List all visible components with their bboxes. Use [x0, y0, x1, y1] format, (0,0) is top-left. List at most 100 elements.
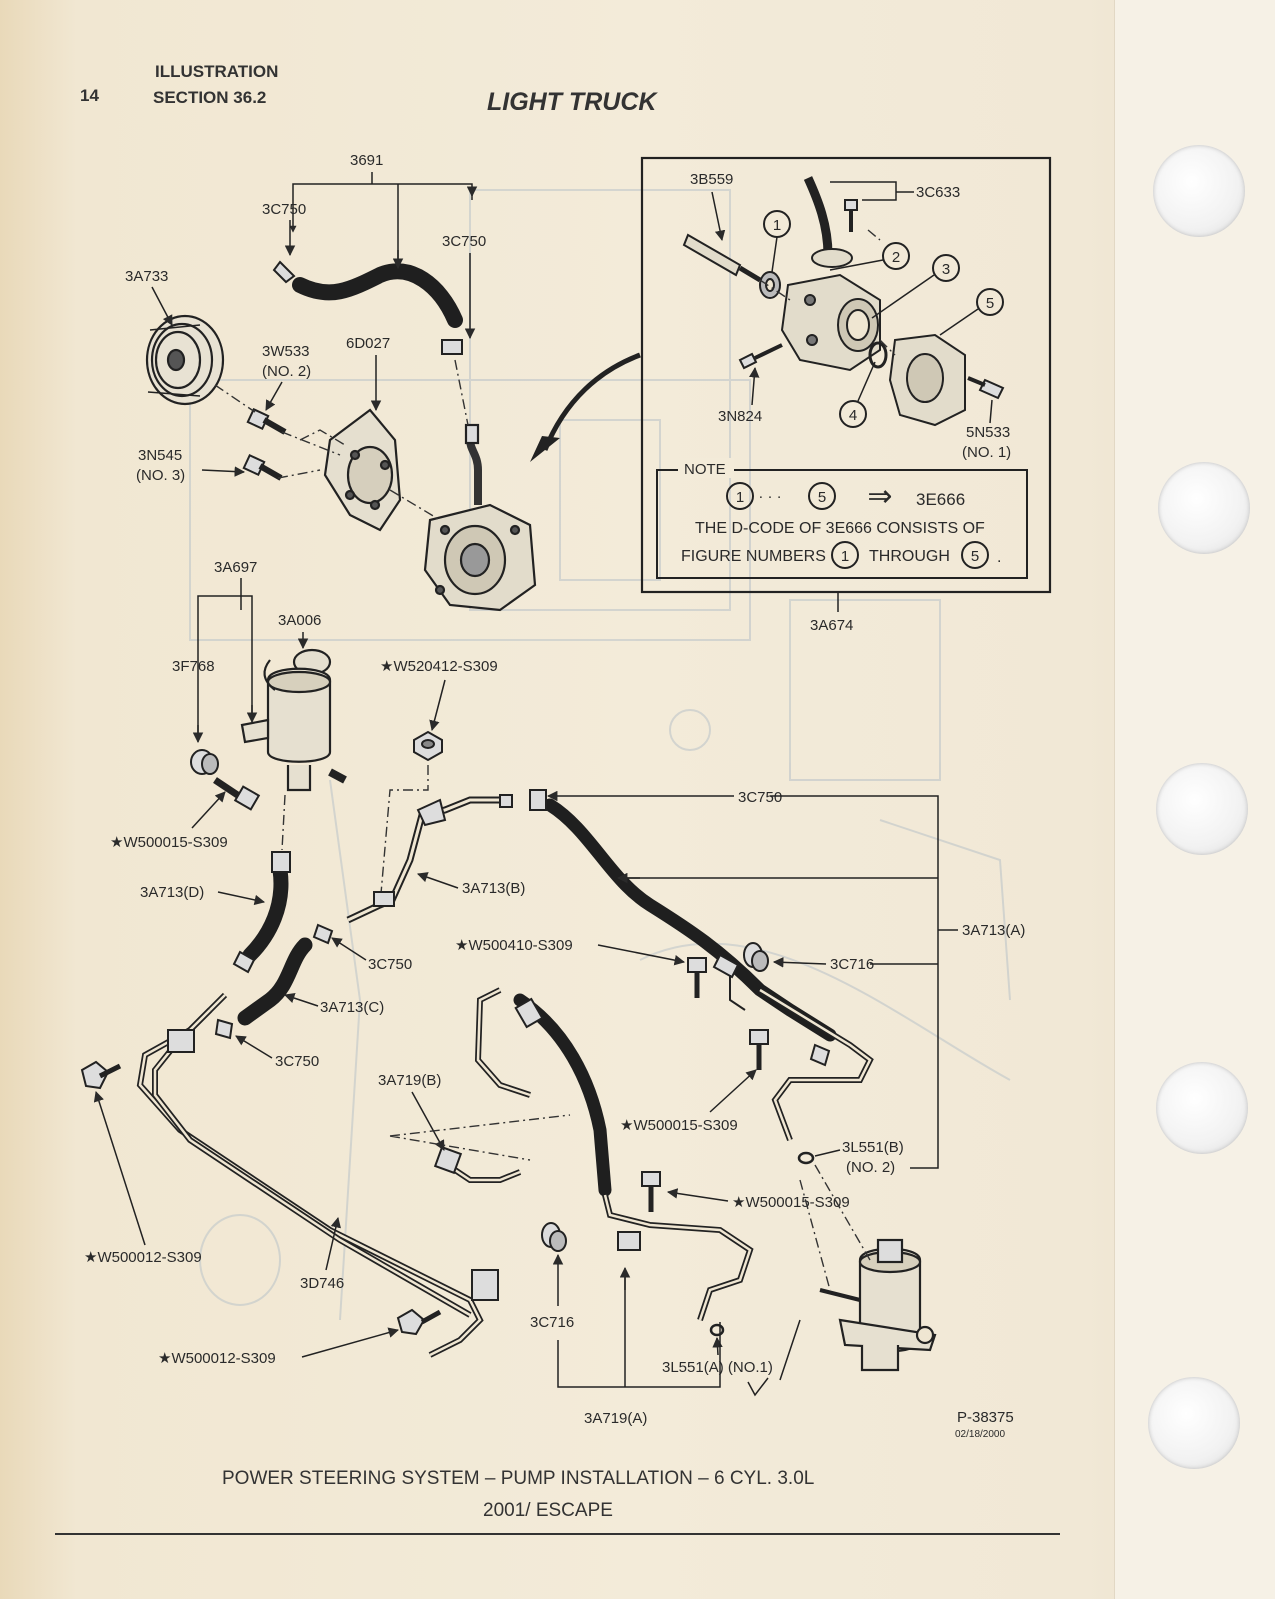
svg-text:4: 4: [849, 407, 857, 424]
label-5n533-no: (NO. 1): [962, 444, 1011, 461]
svg-text:FIGURE NUMBERS: FIGURE NUMBERS: [681, 548, 826, 565]
label-3w533: 3W533: [262, 343, 310, 360]
label-3a674: 3A674: [810, 617, 853, 634]
note-line2: FIGURE NUMBERS 1 THROUGH 5 .: [681, 541, 1001, 569]
inset-pointer-arrowhead: [530, 436, 560, 462]
label-3n824: 3N824: [718, 408, 762, 425]
label-3n545-no: (NO. 3): [136, 467, 185, 484]
label-w500015-middle: ★W500015-S309: [620, 1117, 738, 1134]
hose-3a713c-icon: [237, 937, 313, 1026]
figure-caption-model: 2001/ ESCAPE: [483, 1500, 613, 1521]
figure-ref-number: P-38375: [957, 1409, 1014, 1426]
bolt-w500015-lower-icon: [641, 1171, 661, 1212]
steering-gear-valve-icon: [819, 1238, 937, 1372]
figure-ref-date: 02/18/2000: [955, 1429, 1005, 1440]
oring-3l551b-icon: [797, 1151, 815, 1165]
grommet-3f768-icon: [190, 749, 219, 775]
label-3n545: 3N545: [138, 447, 182, 464]
hose-3a713d-icon: [232, 851, 291, 974]
grommet-3c716-lower-icon: [541, 1222, 567, 1252]
ghost-show-through: [189, 189, 1011, 1321]
pulley-3a733-icon: [145, 314, 225, 406]
label-3c750-top-left: 3C750: [262, 201, 306, 218]
binder-hole: [1156, 763, 1248, 855]
hose-3691-icon: [272, 260, 463, 355]
note-box: [656, 469, 1028, 579]
label-3a713c: 3A713(C): [320, 999, 384, 1016]
inset-callout-5: 5: [939, 288, 1004, 336]
label-3l551a: 3L551(A) (NO.1): [662, 1359, 773, 1376]
binder-hole: [1148, 1377, 1240, 1469]
section-label: ILLUSTRATION: [155, 62, 279, 81]
svg-text:1: 1: [773, 217, 781, 234]
section-number: SECTION 36.2: [153, 88, 267, 107]
pump-3a674-icon: [423, 423, 537, 612]
note-heading-bg: [678, 458, 734, 478]
svg-text:· · ·: · · ·: [758, 488, 781, 505]
note-heading: NOTE: [684, 461, 726, 478]
bolt-w500015-upper-icon: [213, 777, 261, 811]
bracket-6d027-icon: [323, 408, 402, 532]
tube-3a719b-icon: [433, 987, 531, 1183]
note-line1: THE D-CODE OF 3E666 CONSISTS OF: [695, 520, 985, 537]
inset-callout-3: 3: [871, 254, 960, 319]
page-title: LIGHT TRUCK: [487, 88, 657, 116]
binder-hole: [1153, 145, 1245, 237]
svg-text:3: 3: [942, 261, 950, 278]
clamp-3c750-mid-icon: [312, 923, 334, 945]
label-3c750-right: 3C750: [738, 789, 782, 806]
label-3a713a: 3A713(A): [962, 922, 1025, 939]
label-w500012-lower: ★W500012-S309: [158, 1350, 276, 1367]
inset-alignment-lines: [759, 229, 896, 356]
inset-pump-exploded-icon: [682, 176, 1005, 427]
label-w500015-upper: ★W500015-S309: [110, 834, 228, 851]
reservoir-3a697-icon: [240, 648, 347, 792]
alignment-lines: [214, 359, 469, 521]
page-rule: [55, 1533, 1060, 1535]
svg-text:3E666: 3E666: [916, 490, 965, 509]
label-3a713d: 3A713(D): [140, 884, 204, 901]
nut-w520412-icon: [413, 730, 443, 762]
label-3c716-upper: 3C716: [830, 956, 874, 973]
label-3a006: 3A006: [278, 612, 321, 629]
bolt-3n545-icon: [242, 453, 283, 481]
svg-text:5: 5: [986, 295, 994, 312]
inset-callout-2: 2: [829, 242, 910, 271]
label-3b559: 3B559: [690, 171, 733, 188]
label-3c750-lower: 3C750: [275, 1053, 319, 1070]
tubes-3d746-icon: [136, 992, 499, 1358]
clamp-3c750-lower-icon: [214, 1018, 234, 1040]
bolt-3w533-icon: [246, 407, 287, 435]
label-3c716-lower: 3C716: [530, 1314, 574, 1331]
oring-3l551a-icon: [709, 1323, 725, 1337]
inset-frame: [640, 156, 1052, 594]
svg-text:5: 5: [818, 489, 826, 506]
label-3691: 3691: [350, 152, 383, 169]
label-3f768: 3F768: [172, 658, 215, 675]
label-3a713b: 3A713(B): [462, 880, 525, 897]
label-3a697: 3A697: [214, 559, 257, 576]
label-3a719b: 3A719(B): [378, 1072, 441, 1089]
hose-3a713a-icon: [529, 789, 874, 1142]
label-3l551b: 3L551(B): [842, 1139, 904, 1156]
grommet-3c716-upper-icon: [743, 942, 769, 972]
binder-hole: [1156, 1062, 1248, 1154]
label-3c633: 3C633: [916, 184, 960, 201]
inset-pointer-arrow: [542, 352, 641, 451]
tube-3a713b-icon: [346, 794, 513, 924]
svg-text:.: .: [997, 549, 1001, 566]
label-3a719a: 3A719(A): [584, 1410, 647, 1427]
label-6d027: 6D027: [346, 335, 390, 352]
note-line-code: 1 · · · 5 ⇒ 3E666: [726, 480, 965, 513]
label-w500015-lower: ★W500015-S309: [732, 1194, 850, 1211]
label-3c750-mid: 3C750: [368, 956, 412, 973]
label-3w533-no: (NO. 2): [262, 363, 311, 380]
bolt-w500012-lower-icon: [396, 1308, 442, 1336]
page-number: 14: [80, 86, 99, 105]
label-3a733: 3A733: [125, 268, 168, 285]
label-3c750-top-right: 3C750: [442, 233, 486, 250]
svg-text:THROUGH: THROUGH: [869, 548, 950, 565]
figure-caption: POWER STEERING SYSTEM – PUMP INSTALLATIO…: [222, 1468, 815, 1489]
